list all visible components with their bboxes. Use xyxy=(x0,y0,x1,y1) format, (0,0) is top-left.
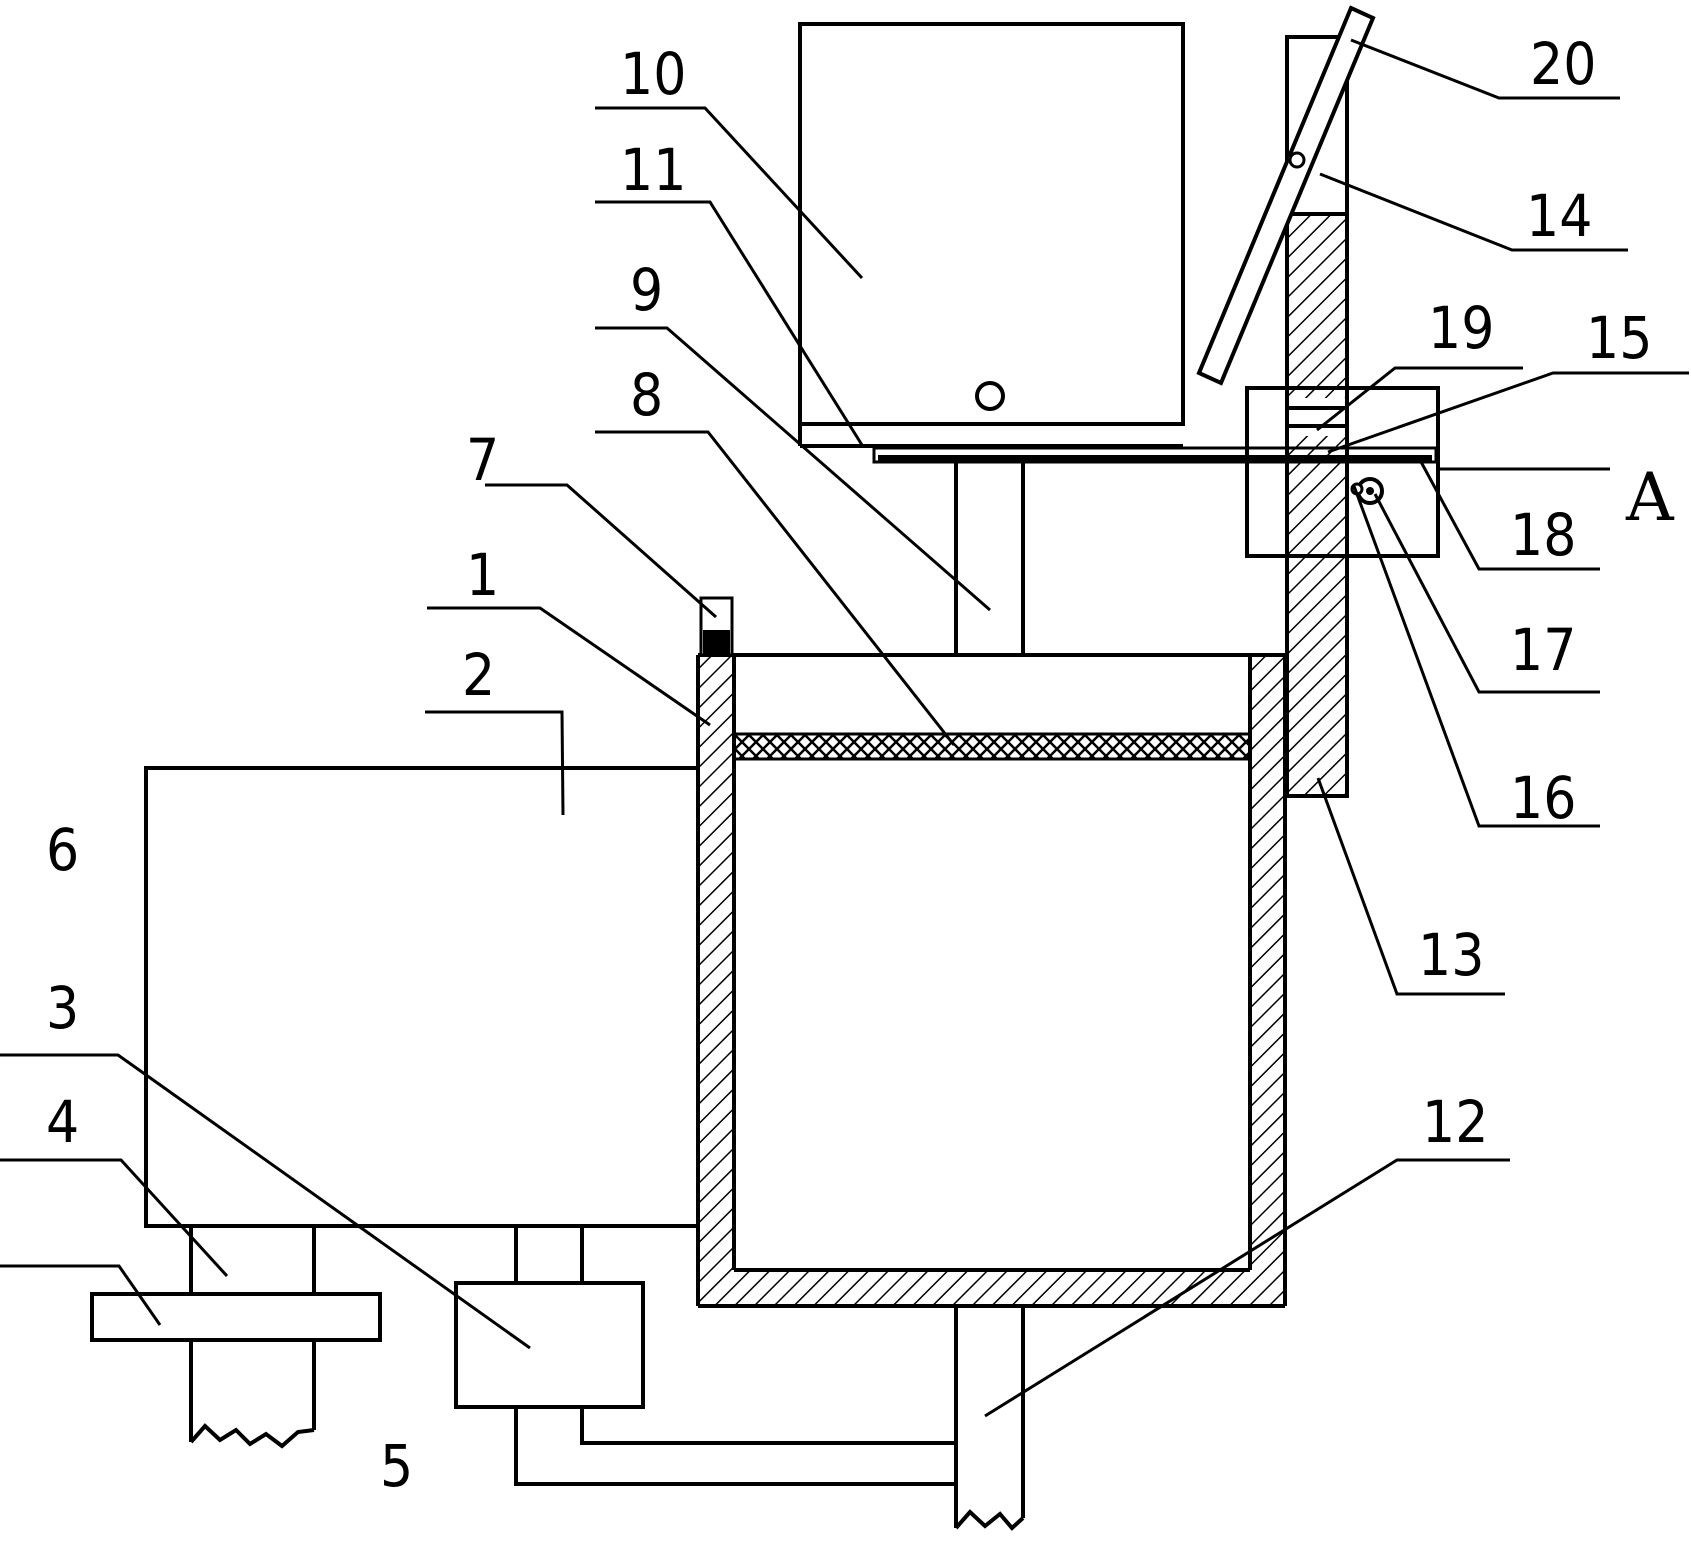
label-13: 13 xyxy=(1418,921,1484,989)
label-6: 6 xyxy=(46,816,79,884)
part-labels: 10 11 9 8 7 1 2 6 3 4 5 12 13 16 17 18 1… xyxy=(46,30,1675,1500)
label-10: 10 xyxy=(620,40,686,108)
piping xyxy=(514,1407,956,1486)
label-17: 17 xyxy=(1510,616,1576,684)
vertical-post xyxy=(1285,35,1349,798)
lever xyxy=(1196,5,1376,386)
label-9: 9 xyxy=(630,256,663,324)
sliding-plate xyxy=(872,446,1438,464)
label-1: 1 xyxy=(466,541,499,609)
label-4: 4 xyxy=(46,1088,79,1156)
label-18: 18 xyxy=(1510,501,1576,569)
flange xyxy=(90,1292,382,1342)
section-label-a: A xyxy=(1625,459,1675,536)
label-5: 5 xyxy=(380,1432,413,1500)
leader-lines xyxy=(0,38,1689,1418)
feed-pipe xyxy=(954,462,1025,654)
label-15: 15 xyxy=(1586,304,1652,372)
label-12: 12 xyxy=(1422,1088,1488,1156)
label-3: 3 xyxy=(46,974,79,1042)
label-2: 2 xyxy=(462,641,495,709)
label-16: 16 xyxy=(1510,764,1576,832)
label-19: 19 xyxy=(1428,294,1494,362)
label-14: 14 xyxy=(1526,182,1592,250)
pump xyxy=(454,1226,645,1409)
label-7: 7 xyxy=(466,426,499,494)
outlet-pipe xyxy=(954,1306,1025,1531)
bracket-box xyxy=(1245,386,1440,558)
upper-box xyxy=(798,22,1185,448)
label-8: 8 xyxy=(630,361,663,429)
label-11: 11 xyxy=(620,136,686,204)
mesh-screen xyxy=(732,732,1252,761)
side-tank xyxy=(144,766,698,1228)
label-20: 20 xyxy=(1530,30,1596,98)
